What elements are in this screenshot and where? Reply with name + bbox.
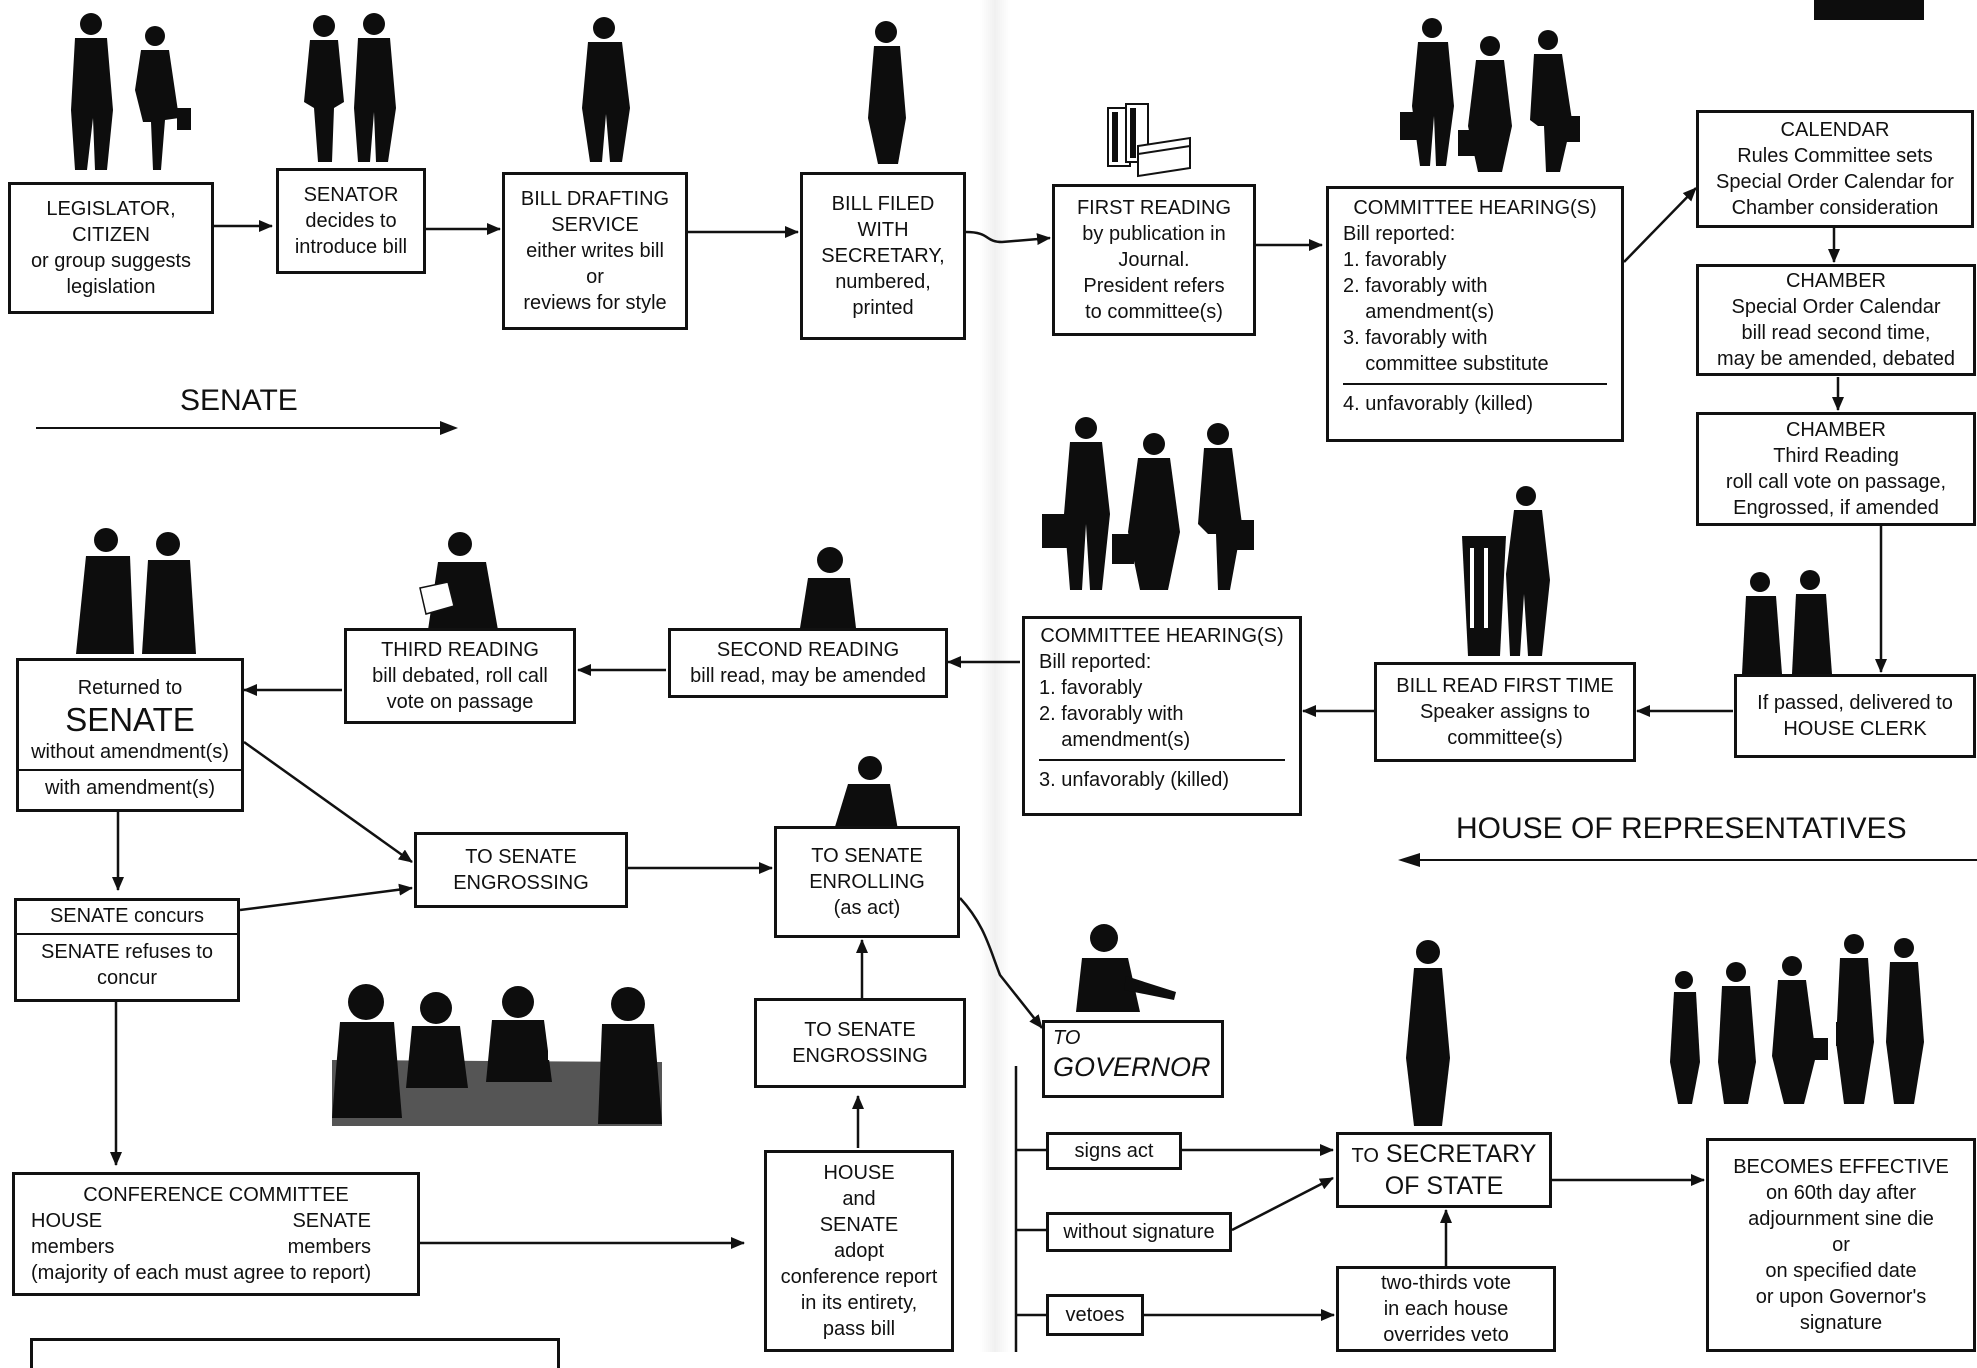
secretary-to-label: TO [1351, 1145, 1379, 1167]
adopt-conference-report-box: HOUSE and SENATE adopt conference report… [764, 1150, 954, 1352]
second-reading-box: SECOND READING bill read, may be amended [668, 628, 948, 698]
book-icon [1814, 0, 1924, 20]
conference-house-members: members [31, 1236, 115, 1258]
vetoes-box: vetoes [1046, 1294, 1144, 1336]
conference-senate-members: members [287, 1236, 371, 1258]
conference-senate-label: SENATE [292, 1210, 371, 1232]
house-committee-silhouette [1042, 417, 1254, 590]
senate-engrossing-box-2: TO SENATE ENGROSSING [754, 998, 966, 1088]
chamber-third-reading-box: CHAMBER Third Reading roll call vote on … [1696, 412, 1976, 526]
third-reading-box: THIRD READING bill debated, roll call vo… [344, 628, 576, 724]
arrow-returned-engrossing1 [243, 740, 413, 864]
arrow-filed-firstreading [965, 230, 1051, 246]
first-reading-box: FIRST READING by publication in Journal.… [1052, 184, 1256, 336]
to-governor-box: TO GOVERNOR [1042, 1020, 1224, 1098]
senate-engrossing-box-1: TO SENATE ENGROSSING [414, 832, 628, 908]
secretary-line1: SECRETARY [1385, 1140, 1537, 1168]
governor-silhouette [1076, 924, 1176, 1012]
enrolling-clerk-silhouette [834, 756, 898, 830]
arrow-withoutsig-secretary [1231, 1176, 1334, 1232]
house-clerk-box: If passed, delivered to HOUSE CLERK [1734, 674, 1976, 758]
committee-members-silhouette [1400, 18, 1580, 172]
arrow-enrolling-governor [959, 897, 1043, 1029]
senate-concurs-box: SENATE concurs SENATE refuses to concur [14, 898, 240, 1002]
house-of-representatives-label: HOUSE OF REPRESENTATIVES [1456, 812, 1907, 845]
citizens-silhouette [1670, 934, 1924, 1104]
legislator-citizen-box: LEGISLATOR, CITIZEN or group suggests le… [8, 182, 214, 314]
speaker-podium-silhouette [1462, 486, 1550, 656]
conference-house-label: HOUSE [31, 1210, 103, 1232]
calendar-box: CALENDAR Rules Committee sets Special Or… [1696, 110, 1974, 228]
books-icon [1107, 103, 1191, 178]
reading-clerk-silhouette [800, 547, 856, 628]
veto-override-box: two-thirds vote in each house overrides … [1336, 1266, 1556, 1352]
senator-silhouette [304, 13, 396, 162]
committee-separator [1343, 383, 1607, 385]
senate-label: SENATE [180, 384, 298, 417]
arrow-committee-calendar [1623, 187, 1697, 263]
arrow-concurs-engrossing1 [239, 883, 413, 912]
footnote-box-partial [30, 1338, 560, 1368]
chamber-second-reading-box: CHAMBER Special Order Calendar bill read… [1696, 264, 1976, 376]
signs-act-box: signs act [1046, 1132, 1182, 1170]
senators-discussing-silhouette [76, 528, 196, 654]
page-gutter [980, 0, 1010, 1352]
returned-to-senate-box: Returned to SENATE without amendment(s) … [16, 658, 244, 812]
conference-committee-box: CONFERENCE COMMITTEE HOUSE SENATE member… [12, 1172, 420, 1296]
secretary-of-state-box: TO SECRETARY OF STATE [1336, 1132, 1552, 1208]
bill-drafting-box: BILL DRAFTING SERVICE either writes bill… [502, 172, 688, 330]
without-signature-box: without signature [1046, 1212, 1232, 1252]
drafter-silhouette [582, 17, 630, 162]
clerk-silhouette [1742, 570, 1832, 674]
committee-separator [1039, 759, 1285, 761]
senator-box: SENATOR decides to introduce bill [276, 168, 426, 274]
secretary-of-state-silhouette [1406, 940, 1450, 1126]
secretary-silhouette [868, 21, 906, 164]
house-committee-hearing-box: COMMITTEE HEARING(S) Bill reported: 1. f… [1022, 616, 1302, 816]
bill-filed-box: BILL FILED WITH SECRETARY, numbered, pri… [800, 172, 966, 340]
senate-enrolling-box: TO SENATE ENROLLING (as act) [774, 826, 960, 938]
conference-table-silhouette [332, 984, 662, 1126]
reader-silhouette [419, 532, 498, 630]
senate-committee-hearing-box: COMMITTEE HEARING(S) Bill reported: 1. f… [1326, 186, 1624, 442]
legislator-citizen-silhouette [71, 13, 191, 170]
becomes-effective-box: BECOMES EFFECTIVE on 60th day after adjo… [1706, 1138, 1976, 1352]
house-first-reading-box: BILL READ FIRST TIME Speaker assigns to … [1374, 662, 1636, 762]
